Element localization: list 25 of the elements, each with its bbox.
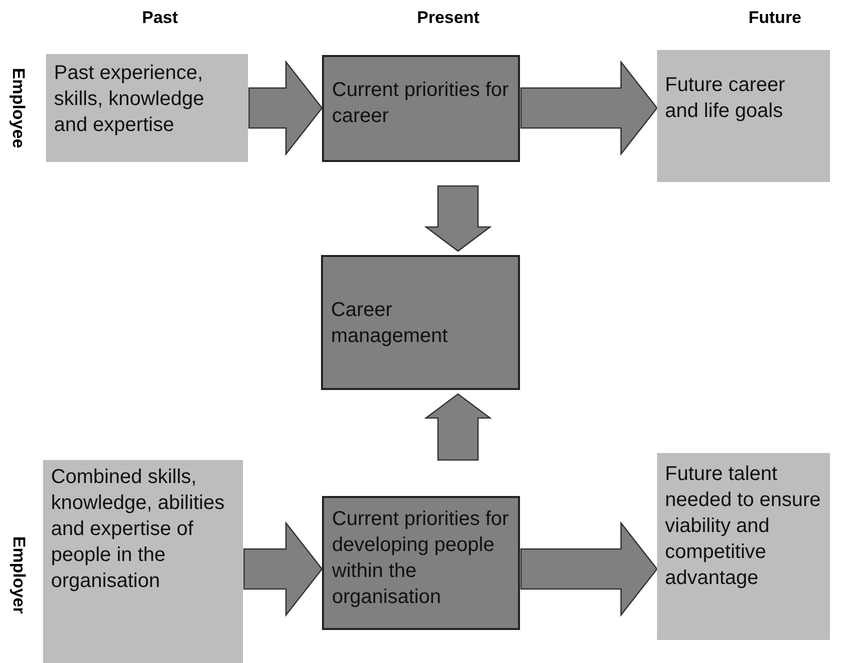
row-heading: Employer xyxy=(8,536,28,614)
box-text: Future career and life goals xyxy=(665,73,786,124)
process-box xyxy=(43,460,243,663)
block-arrow xyxy=(243,521,323,617)
column-heading: Future xyxy=(748,8,802,28)
process-box xyxy=(321,255,520,390)
process-box xyxy=(46,54,248,162)
box-text: Current priorities for career xyxy=(332,78,510,129)
process-box xyxy=(657,453,830,640)
block-arrow xyxy=(424,393,492,461)
process-box xyxy=(657,50,830,182)
box-text: Past experience, skills, knowledge and expertise xyxy=(54,61,206,138)
box-text: Future talent needed to ensure viability and competitive advantage xyxy=(665,462,822,591)
process-box xyxy=(322,55,520,162)
process-box xyxy=(322,496,520,630)
block-arrow xyxy=(520,60,658,156)
block-arrow xyxy=(248,60,323,156)
block-arrow xyxy=(520,521,658,617)
column-heading: Present xyxy=(417,8,480,28)
box-text: Career management xyxy=(331,298,449,348)
box-text: Current priorities for developing people within the organisation xyxy=(332,507,510,610)
column-heading: Past xyxy=(142,8,178,28)
box-text: Combined skills, knowledge, abilities and expertise of people in the organisation xyxy=(51,465,226,594)
block-arrow xyxy=(424,185,492,252)
row-heading: Employee xyxy=(8,68,28,148)
